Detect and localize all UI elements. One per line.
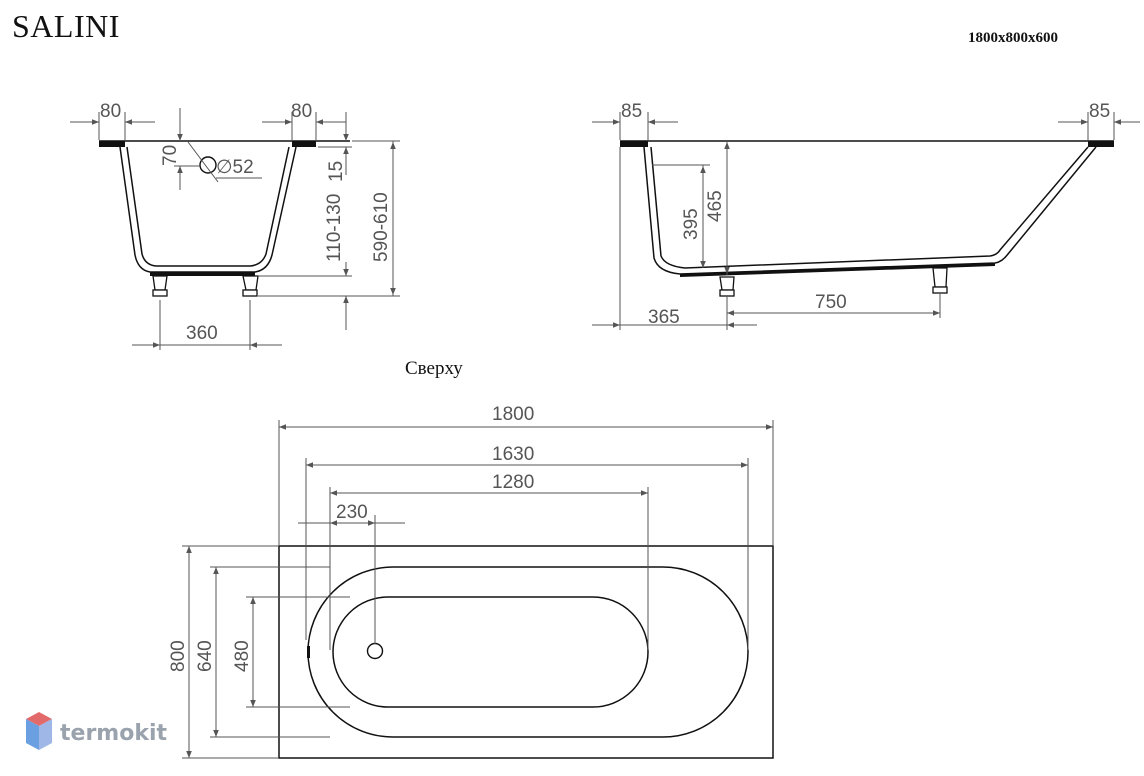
- width-dim: 800: [168, 640, 189, 672]
- leg-spacing-dim: 360: [186, 323, 218, 344]
- depth-dim: 465: [705, 190, 726, 222]
- rim-step-dim: 15: [326, 161, 347, 182]
- drain-diameter-dim: ∅52: [216, 157, 254, 178]
- termokit-logo: termokit: [26, 712, 167, 750]
- side-section-view: 85 85 395 465 365 750: [592, 101, 1140, 330]
- end-rim-right-dim: 80: [291, 101, 312, 122]
- bottom-width-dim: 480: [232, 640, 253, 672]
- drain-offset-dim: 230: [336, 502, 368, 523]
- end-rim-left-dim: 80: [100, 101, 121, 122]
- side-leg-spacing-dim: 750: [815, 292, 847, 313]
- inner-depth-dim: 395: [681, 208, 702, 240]
- watermark-text: termokit: [60, 721, 167, 746]
- bottom-length-dim: 1280: [492, 472, 534, 493]
- inner-width-dim: 640: [195, 640, 216, 672]
- total-height-dim: 590-610: [371, 192, 392, 262]
- top-plan-view: 1800 1630 1280 230 800 640 480: [168, 404, 774, 759]
- cube-icon: [26, 712, 52, 750]
- leg-adjust-dim: 110-130: [324, 194, 345, 262]
- side-rim-left-dim: 85: [621, 101, 642, 122]
- drain-height-dim: 70: [160, 145, 181, 166]
- end-section-view: 80 80 70 ∅52 15 110-130 590-610 360: [70, 101, 400, 350]
- length-dim: 1800: [492, 404, 534, 425]
- brand-title: SALINI: [12, 8, 120, 44]
- top-view-caption: Сверху: [405, 358, 463, 379]
- leg-offset-dim: 365: [648, 307, 680, 328]
- size-label: 1800x800x600: [968, 30, 1058, 46]
- inner-length-dim: 1630: [492, 444, 534, 465]
- side-rim-right-dim: 85: [1089, 101, 1110, 122]
